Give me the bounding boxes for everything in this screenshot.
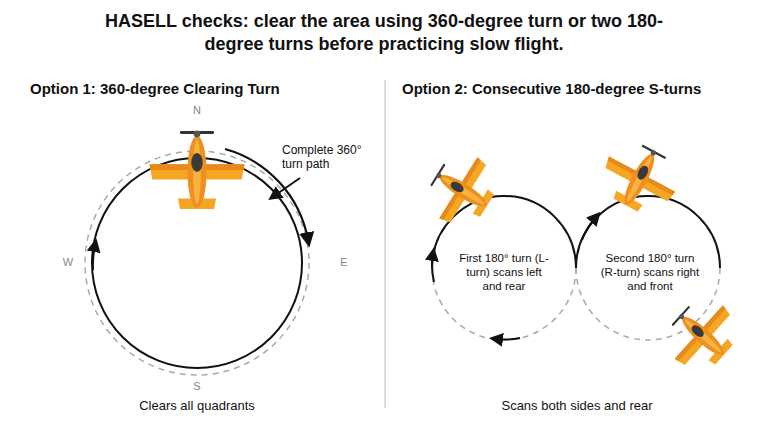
compass-label: S	[187, 380, 207, 393]
direction-arrow	[432, 254, 434, 282]
callout-note: Complete 360° turn path	[282, 143, 378, 172]
title: HASELL checks: clear the area using 360-…	[94, 10, 674, 55]
turn-note: Second 180° turn (R-turn) scans right an…	[598, 252, 702, 293]
airplane	[418, 144, 507, 237]
direction-arrow	[582, 217, 596, 240]
compass-label: N	[187, 104, 207, 117]
caption-note: Clears all quadrants	[97, 398, 297, 414]
panel-heading: Option 1: 360-degree Clearing Turn	[30, 80, 370, 98]
direction-arrow	[93, 245, 95, 270]
direction-arrow	[496, 338, 520, 340]
dashed-circle	[432, 196, 576, 340]
panel-heading: Option 2: Consecutive 180-degree S-turns	[402, 80, 762, 98]
compass-label: E	[334, 256, 354, 269]
dashed-circle	[576, 196, 720, 340]
compass-label: W	[58, 256, 78, 269]
airplane	[592, 133, 687, 223]
airplane	[150, 131, 245, 209]
caption-note: Scans both sides and rear	[457, 398, 697, 414]
leader-line	[274, 178, 300, 196]
airplane	[656, 288, 748, 381]
divider	[385, 80, 386, 408]
turn-note: First 180° turn (L-turn) scans left and …	[457, 252, 551, 293]
